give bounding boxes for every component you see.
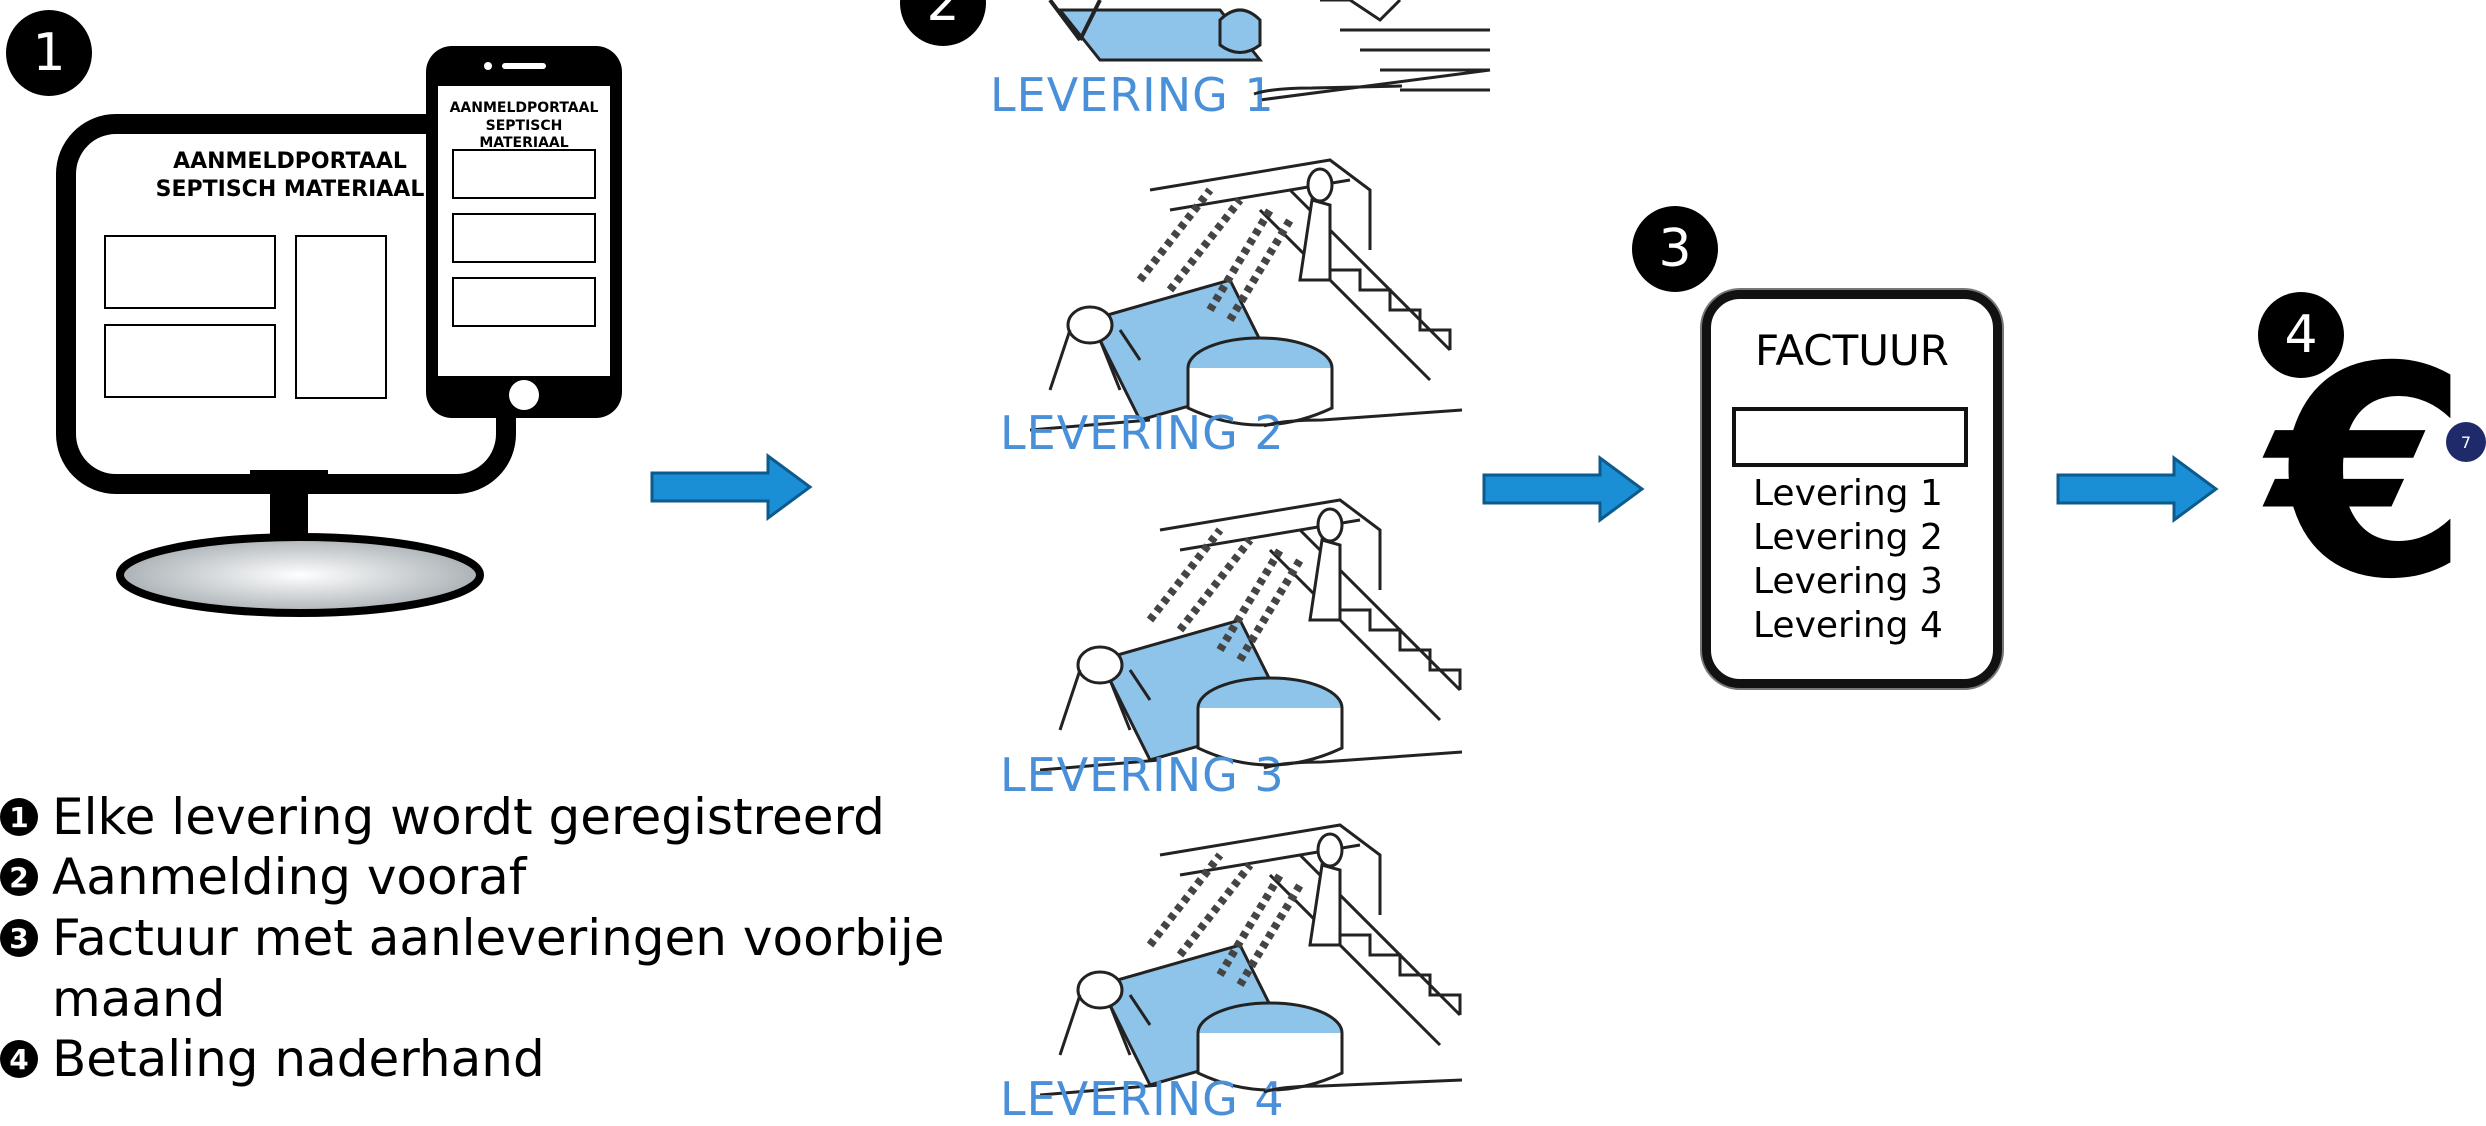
legend-number-4: 4 [0, 1040, 38, 1078]
invoice-card [1702, 290, 2002, 688]
delivery-label-line-3 [1263, 750, 1463, 770]
delivery-label-4: LEVERING 4 [1000, 1072, 1285, 1126]
legend-number-2: 2 [0, 858, 38, 896]
legend-item-2: 2 Aanmelding vooraf [0, 848, 526, 906]
legend-number-3: 3 [0, 919, 38, 957]
invoice-line-2: Levering 2 [1753, 517, 1943, 558]
step-1-badge: 1 [6, 10, 92, 96]
legend-number-1: 1 [0, 798, 38, 836]
delivery-illustration-3 [1040, 498, 1462, 772]
phone-title-line2: SEPTISCH MATERIAAL [479, 117, 569, 152]
arrow-right-icon [650, 453, 813, 521]
legend-item-3: 3 Factuur met aanleveringen voorbije [0, 909, 945, 967]
phone-illustration [426, 46, 622, 418]
invoice-line-4: Levering 4 [1753, 605, 1943, 646]
invoice-line-1: Levering 1 [1753, 473, 1943, 514]
monitor-portal-title: AANMELDPORTAAL SEPTISCH MATERIAAL [140, 148, 440, 203]
delivery-illustration-2 [1030, 158, 1452, 432]
legend-text-3-continued: maand [52, 970, 226, 1028]
legend-item-3-continued: maand [52, 970, 225, 1028]
delivery-label-line-2 [1263, 408, 1463, 428]
monitor-title-line2: SEPTISCH MATERIAAL [155, 176, 425, 202]
monitor-title-line1: AANMELDPORTAAL [173, 149, 407, 174]
delivery-illustration-1 [1048, 0, 1491, 102]
delivery-illustration-4 [1040, 823, 1462, 1097]
invoice-field [1732, 407, 1968, 467]
phone-portal-title: AANMELDPORTAAL SEPTISCH MATERIAAL [440, 100, 608, 153]
legend-item-4: 4 Betaling naderhand [0, 1030, 545, 1088]
invoice-line-3: Levering 3 [1753, 561, 1943, 602]
phone-title-line1: AANMELDPORTAAL [449, 100, 599, 116]
delivery-label-3: LEVERING 3 [1000, 748, 1285, 802]
legend-text-3: Factuur met aanleveringen voorbije [52, 909, 945, 967]
step-3-badge: 3 [1632, 206, 1718, 292]
legend-text-2: Aanmelding vooraf [52, 848, 527, 906]
arrow-right-icon [1482, 455, 1645, 523]
step-2-badge: 2 [900, 0, 986, 46]
invoice-title: FACTUUR [1755, 326, 1949, 375]
arrow-right-icon [2056, 455, 2219, 523]
legend-text-4: Betaling naderhand [52, 1030, 545, 1088]
delivery-label-line-4 [1263, 1078, 1463, 1094]
delivery-label-1: LEVERING 1 [990, 68, 1275, 122]
step-4-badge: 4 [2258, 292, 2344, 378]
delivery-label-line-1 [1253, 84, 1403, 96]
legend-item-1: 1 Elke levering wordt geregistreerd [0, 788, 885, 846]
delivery-label-2: LEVERING 2 [1000, 406, 1285, 460]
legend-text-1: Elke levering wordt geregistreerd [52, 788, 885, 846]
page-number-badge: 7 [2446, 422, 2486, 462]
euro-icon: € [2268, 306, 2470, 643]
monitor-illustration [56, 114, 516, 617]
